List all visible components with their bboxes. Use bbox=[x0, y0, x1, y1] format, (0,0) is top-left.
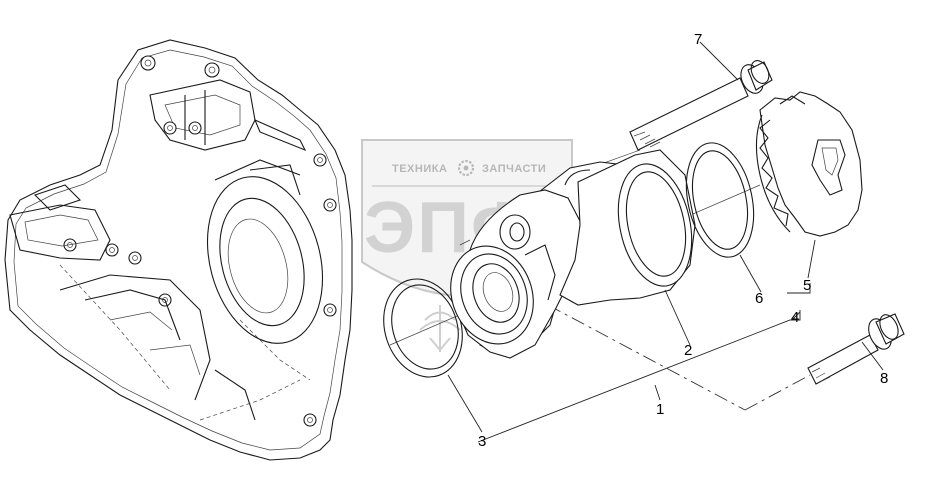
gear-icon bbox=[457, 159, 475, 177]
part-5-cap bbox=[755, 91, 863, 237]
leader-lines bbox=[447, 41, 884, 443]
watermark-right-word: ЗАПЧАСТИ bbox=[482, 163, 546, 175]
callout-5: 5 bbox=[803, 277, 811, 294]
part-2-sleeve bbox=[559, 149, 696, 306]
timing-housing bbox=[4, 39, 353, 461]
callout-8: 8 bbox=[880, 370, 888, 387]
part-7-long-bolt bbox=[629, 60, 773, 151]
callout-1: 1 bbox=[656, 401, 664, 418]
part-8-short-bolt bbox=[807, 313, 905, 385]
callout-7: 7 bbox=[694, 31, 702, 48]
callout-labels: 7 2 6 5 4 8 1 3 bbox=[478, 31, 888, 450]
callout-6: 6 bbox=[755, 290, 763, 307]
watermark-left-word: ТЕХНИКА bbox=[392, 163, 447, 175]
callout-2: 2 bbox=[684, 342, 692, 359]
callout-3: 3 bbox=[478, 433, 486, 450]
callout-4: 4 bbox=[791, 309, 799, 326]
part-6-seal-ring bbox=[685, 142, 755, 258]
